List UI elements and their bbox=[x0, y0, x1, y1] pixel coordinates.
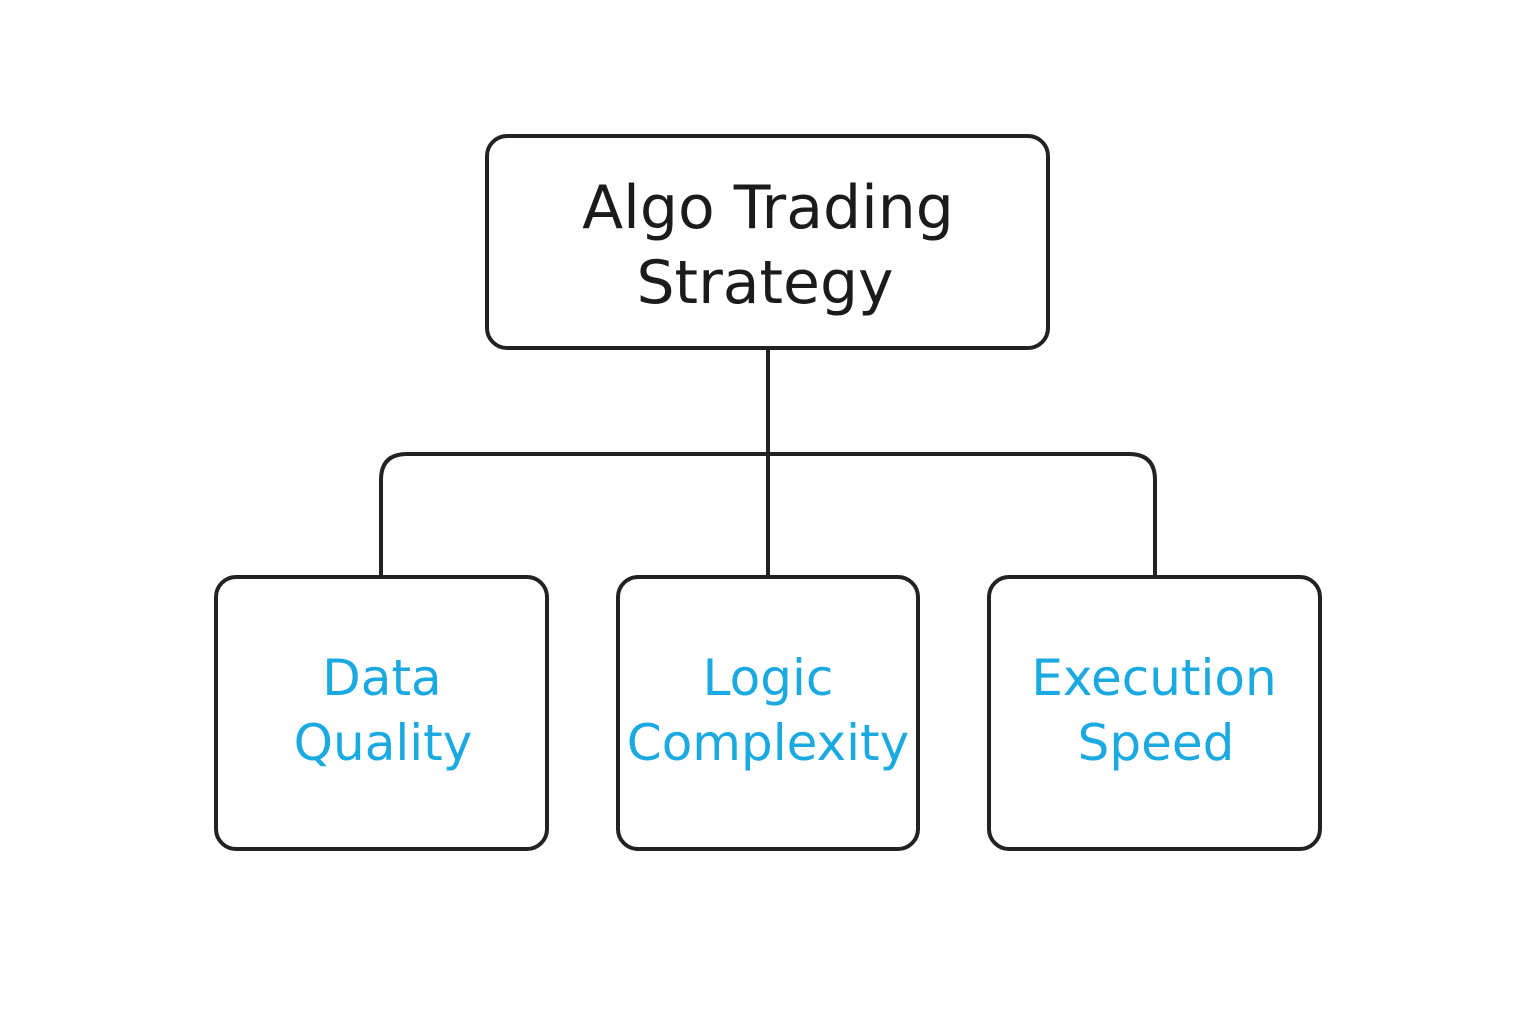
root-node: Algo Trading Strategy bbox=[485, 134, 1050, 350]
connector-branch-bar bbox=[379, 452, 1157, 575]
child-node-box bbox=[987, 575, 1322, 851]
child-node-data-quality: Data Quality bbox=[214, 575, 549, 851]
root-node-label-line1: Algo Trading bbox=[582, 173, 954, 243]
child-node-box bbox=[214, 575, 549, 851]
child-node-label-line1: Data bbox=[322, 649, 441, 707]
root-node-label-line2: Strategy bbox=[636, 248, 893, 318]
root-node-box bbox=[485, 134, 1050, 350]
child-node-execution-speed: Execution Speed bbox=[987, 575, 1322, 851]
child-node-label-line1: Logic bbox=[703, 649, 834, 707]
child-node-label-line2: Complexity bbox=[627, 714, 909, 772]
child-node-label-line1: Execution bbox=[1031, 649, 1276, 707]
child-node-box bbox=[616, 575, 920, 851]
connectors bbox=[379, 350, 1157, 575]
child-node-label-line2: Speed bbox=[1078, 714, 1235, 772]
child-node-label-line2: Quality bbox=[294, 714, 473, 772]
child-node-logic-complexity: Logic Complexity bbox=[616, 575, 920, 851]
